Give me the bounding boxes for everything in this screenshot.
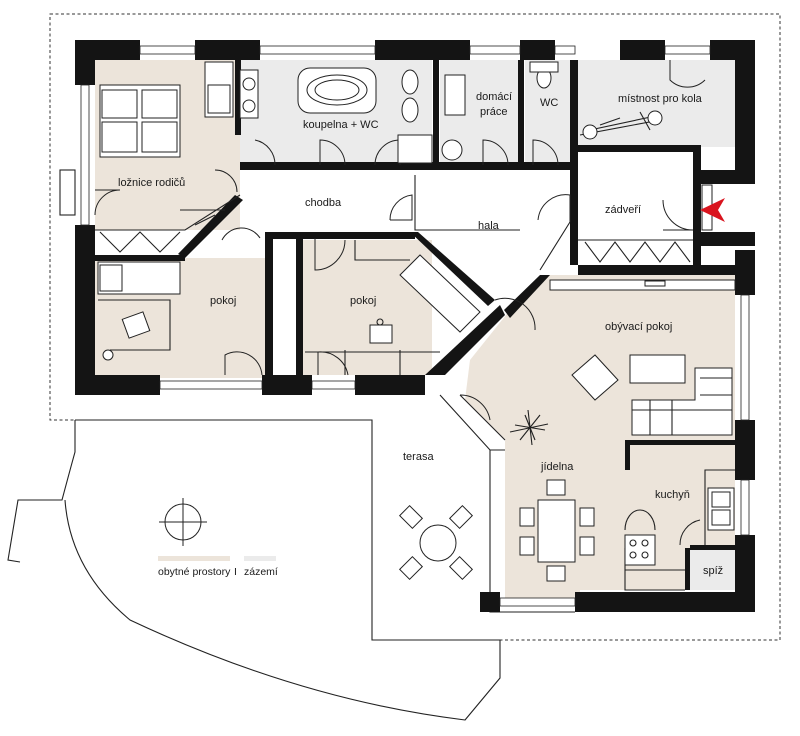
north-compass-icon bbox=[159, 498, 207, 546]
label-kola: místnost pro kola bbox=[618, 93, 703, 105]
doors bbox=[94, 60, 706, 546]
furniture-koupelna bbox=[239, 61, 559, 164]
terrace-table bbox=[419, 524, 457, 562]
zone-loznice-corner bbox=[95, 160, 240, 230]
furniture-pokoj1 bbox=[97, 261, 181, 361]
terrace-furniture bbox=[398, 504, 474, 581]
furniture-kuchyn bbox=[624, 469, 735, 591]
dining-table bbox=[537, 499, 576, 563]
hall-details bbox=[414, 175, 713, 271]
label-pokoj1: pokoj bbox=[210, 295, 236, 307]
label-pokoj2: pokoj bbox=[350, 295, 376, 307]
walls bbox=[75, 40, 755, 612]
label-domaci-2: práce bbox=[480, 106, 508, 118]
label-obyvaci: obývací pokoj bbox=[605, 321, 672, 333]
bed-angled bbox=[399, 254, 481, 333]
legend-living: obytné prostory bbox=[158, 566, 231, 578]
windows bbox=[59, 45, 750, 607]
furniture-loznice bbox=[95, 61, 241, 253]
label-hala: hala bbox=[478, 220, 500, 232]
coffee-table bbox=[629, 354, 686, 384]
plot-boundary bbox=[49, 13, 781, 641]
legend-service-swatch bbox=[244, 556, 276, 561]
bicycles bbox=[579, 110, 663, 140]
label-koupelna: koupelna + WC bbox=[303, 119, 379, 131]
furniture-pokoj2 bbox=[305, 240, 481, 375]
plant bbox=[509, 409, 549, 446]
label-chodba: chodba bbox=[305, 197, 342, 209]
label-spiz: spíž bbox=[703, 565, 723, 577]
label-loznice: ložnice rodičů bbox=[118, 177, 185, 189]
label-jidelna: jídelna bbox=[540, 461, 574, 473]
sofa bbox=[631, 367, 733, 436]
zone-kola bbox=[578, 60, 735, 147]
legend-service: zázemí bbox=[244, 566, 278, 578]
label-kuchyn: kuchyň bbox=[655, 489, 690, 501]
furniture-jidelna bbox=[519, 479, 595, 582]
furniture-obyvaci bbox=[439, 279, 736, 451]
zone-spiz bbox=[685, 548, 735, 590]
label-wc: WC bbox=[540, 97, 558, 109]
label-terasa: terasa bbox=[403, 451, 434, 463]
label-zadveri: zádveří bbox=[605, 204, 641, 216]
legend-living-swatch bbox=[158, 556, 230, 561]
terrace-outline bbox=[7, 419, 501, 721]
legend-separator: I bbox=[234, 566, 237, 578]
entry-arrow-icon bbox=[700, 198, 725, 222]
label-domaci-1: domácí bbox=[476, 91, 512, 103]
armchair bbox=[571, 354, 619, 401]
